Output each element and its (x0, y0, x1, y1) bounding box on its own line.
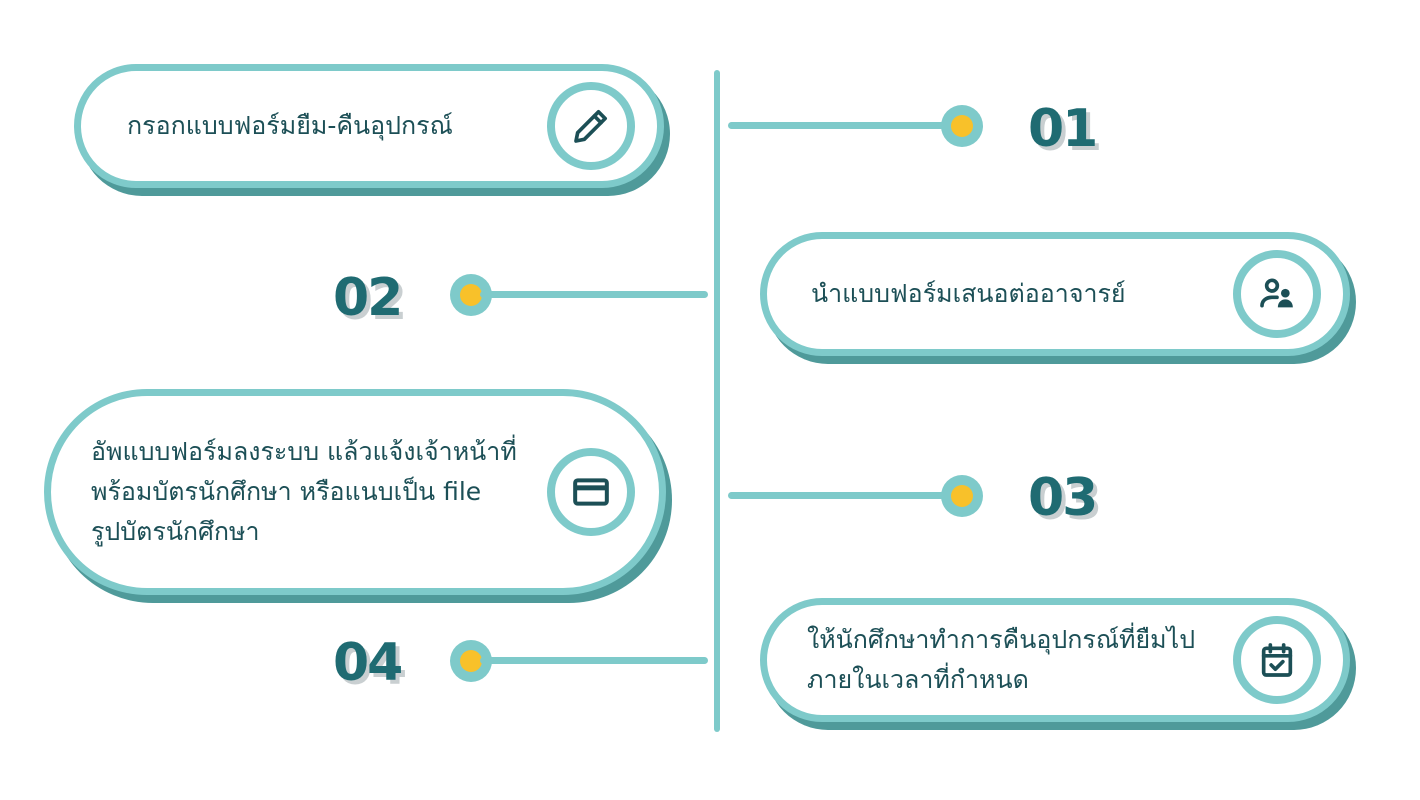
step-03-card: อัพแบบฟอร์มลงระบบ แล้วแจ้งเจ้าหน้าที่ พร… (44, 389, 666, 595)
step-03-number: 03 (1028, 468, 1098, 528)
step-04-text: ให้นักศึกษาทำการคืนอุปกรณ์ที่ยืมไป ภายใน… (807, 620, 1233, 700)
step-04-icon-circle (1233, 616, 1321, 704)
step-02-icon-circle (1233, 250, 1321, 338)
step-03-icon-circle (547, 448, 635, 536)
step-04-connector (480, 657, 708, 664)
step-04-text-line-2: ภายในเวลาที่กำหนด (807, 665, 1029, 694)
step-01-text: กรอกแบบฟอร์มยืม-คืนอุปกรณ์ (127, 111, 453, 140)
step-04-dot (450, 640, 492, 682)
step-01-dot (941, 105, 983, 147)
step-02-connector (480, 291, 708, 298)
step-01-icon-circle (547, 82, 635, 170)
step-03-text-line-3: รูปบัตรนักศึกษา (91, 517, 260, 546)
users-icon (1260, 278, 1293, 308)
step-03-text: อัพแบบฟอร์มลงระบบ แล้วแจ้งเจ้าหน้าที่ พร… (91, 432, 547, 552)
step-01-connector (728, 122, 958, 129)
step-01-number: 01 (1028, 99, 1098, 159)
step-03-dot (941, 475, 983, 517)
pencil-icon (574, 110, 607, 143)
step-02-number: 02 (333, 268, 403, 328)
step-01-card: กรอกแบบฟอร์มยืม-คืนอุปกรณ์ (74, 64, 664, 188)
step-02-text: นำแบบฟอร์มเสนอต่ออาจารย์ (811, 279, 1126, 308)
step-02-card: นำแบบฟอร์มเสนอต่ออาจารย์ (760, 232, 1350, 356)
step-04-number: 04 (333, 633, 403, 693)
step-03-text-line-1: อัพแบบฟอร์มลงระบบ แล้วแจ้งเจ้าหน้าที่ (91, 437, 517, 466)
credit-card-icon (573, 478, 609, 506)
step-04-card: ให้นักศึกษาทำการคืนอุปกรณ์ที่ยืมไป ภายใน… (760, 598, 1350, 722)
step-03-text-line-2: พร้อมบัตรนักศึกษา หรือแนบเป็น file (91, 477, 482, 506)
step-04-text-line-1: ให้นักศึกษาทำการคืนอุปกรณ์ที่ยืมไป (807, 625, 1196, 654)
step-03-connector (728, 492, 958, 499)
timeline-vertical-line (714, 70, 720, 732)
calendar-check-icon (1261, 643, 1293, 677)
